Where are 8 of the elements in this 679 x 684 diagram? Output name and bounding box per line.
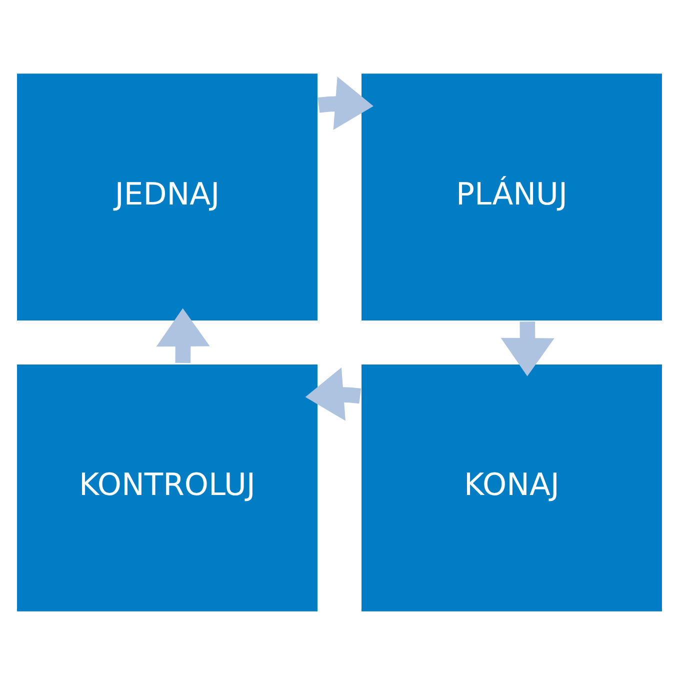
arrow [305, 366, 362, 420]
arrow [318, 76, 374, 130]
node-box: JEDNAJ [15, 71, 320, 322]
node-box: KONTROLUJ [15, 362, 320, 613]
arrow [500, 320, 554, 376]
node-box: PLÁNUJ [360, 71, 664, 322]
node-box: KONAJ [360, 362, 664, 613]
arrow [156, 308, 210, 363]
